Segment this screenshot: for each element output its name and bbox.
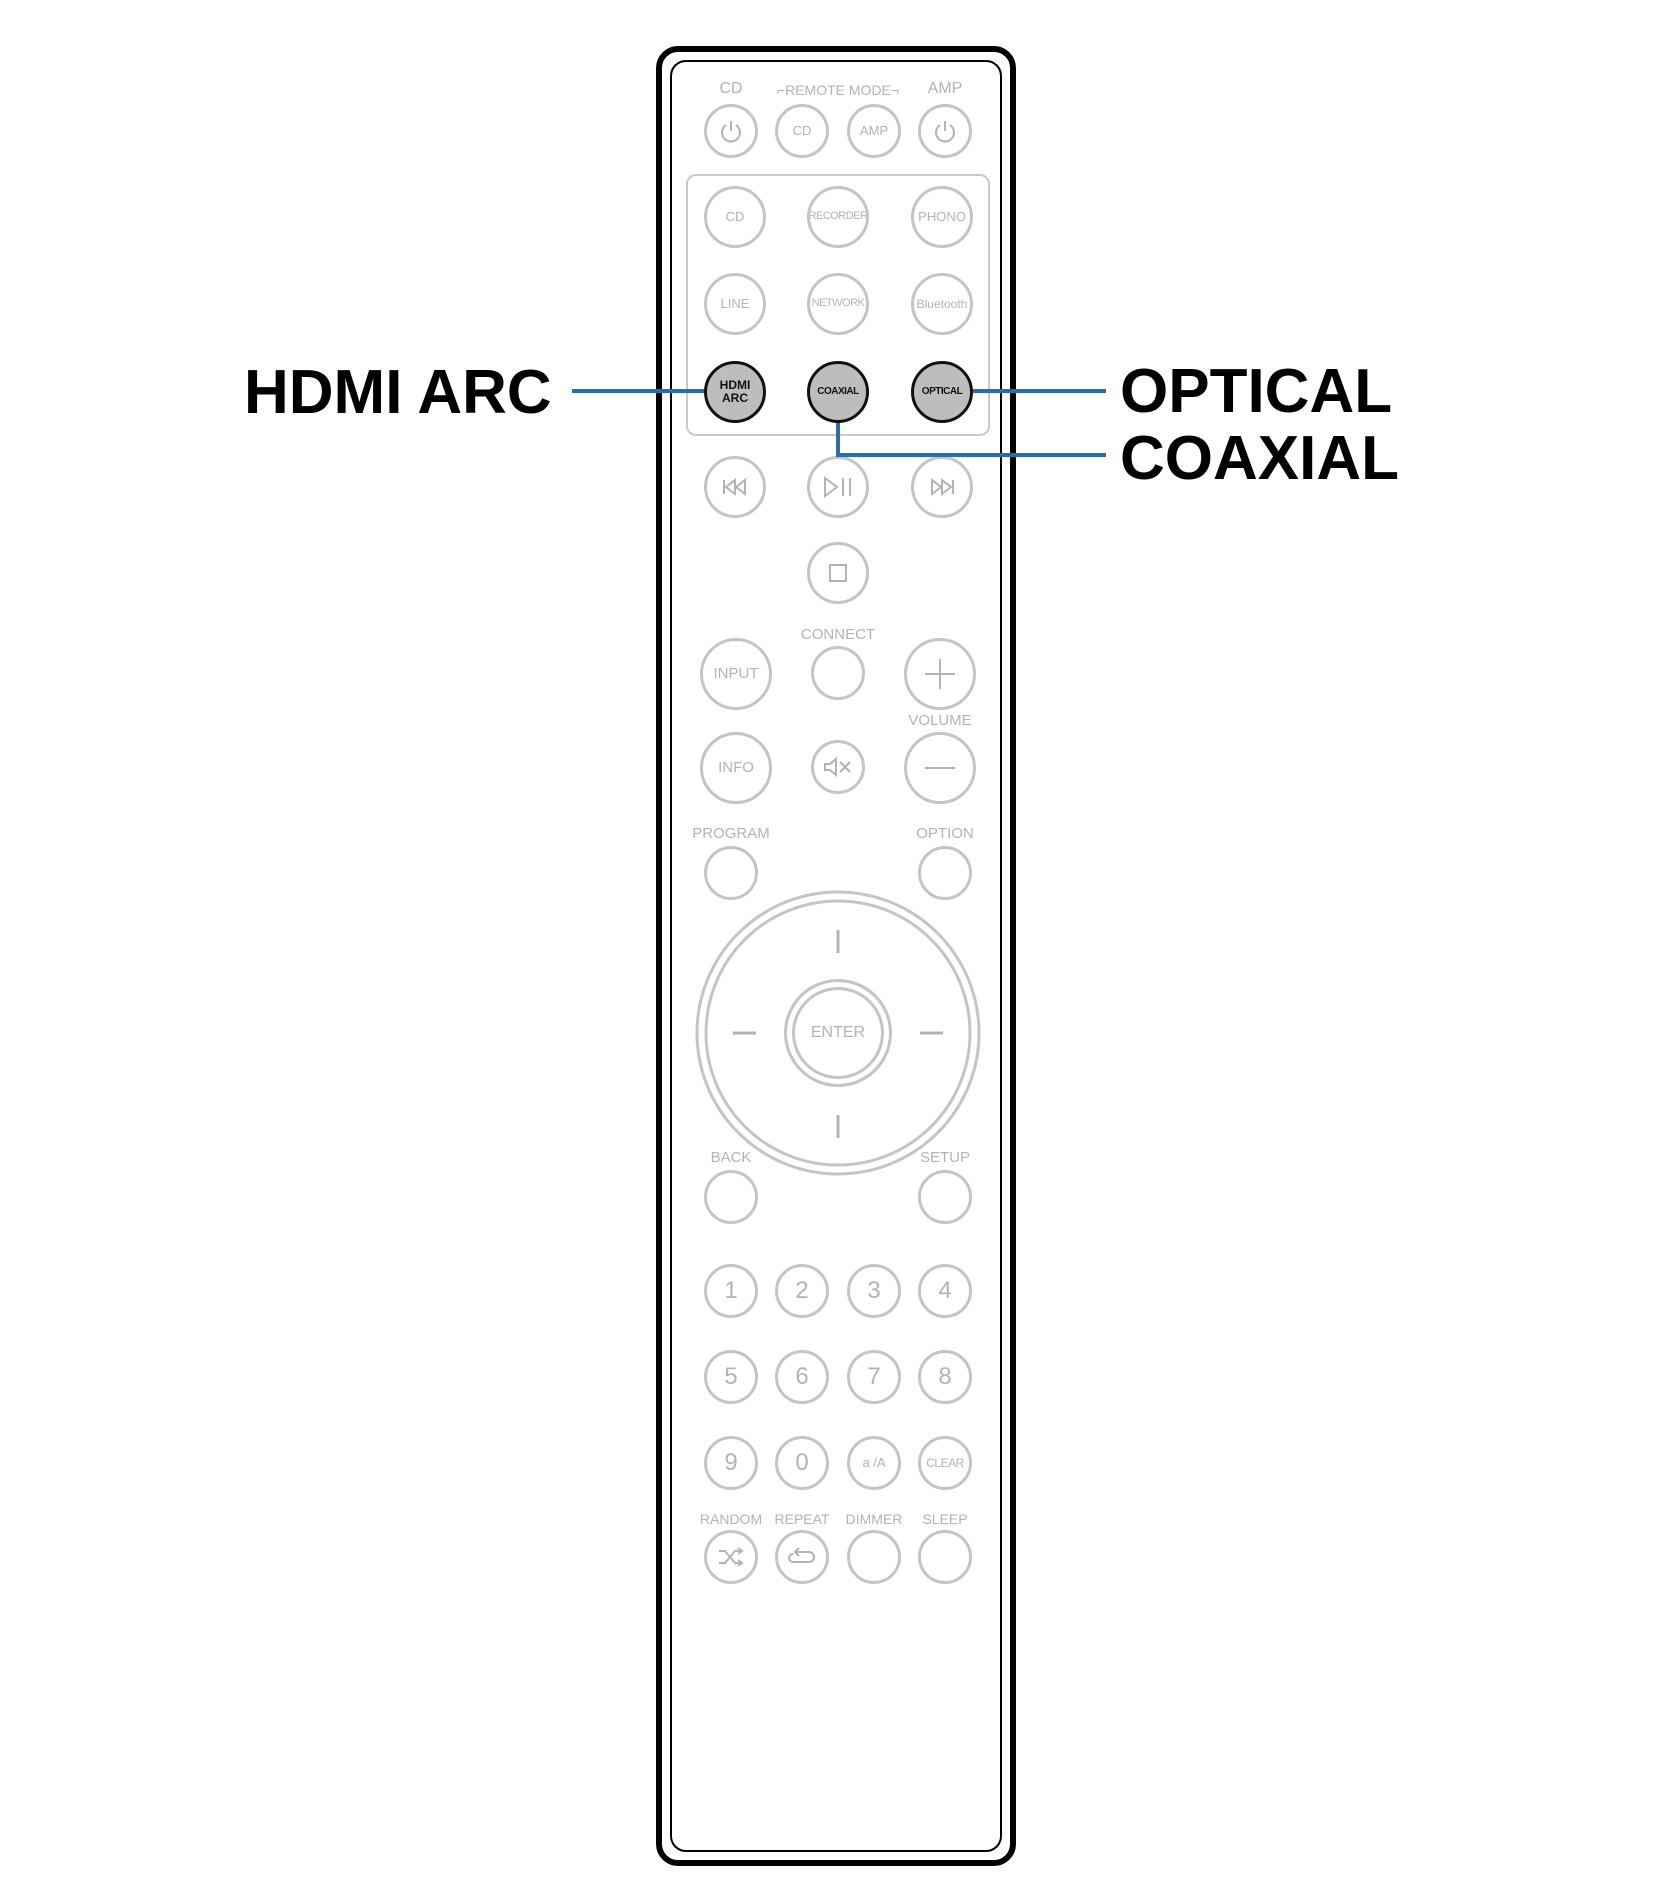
remote-mode-cd-button[interactable]: CD [775,104,829,158]
volume-up-button[interactable] [904,638,976,710]
skip-forward-icon [931,477,954,497]
play-pause-button[interactable] [807,456,869,518]
volume-label: VOLUME [908,712,972,729]
sleep-label: SLEEP [922,1511,968,1527]
option-label: OPTION [916,825,974,842]
connect-button[interactable] [811,646,865,700]
clear-button[interactable]: CLEAR [918,1436,972,1490]
coaxial-callout-label: COAXIAL [1120,424,1399,493]
source-line-button[interactable]: LINE [704,273,766,335]
plus-icon [925,659,955,689]
minus-icon [925,767,955,769]
cursor-left-button[interactable] [722,1020,762,1046]
number-1-button[interactable]: 1 [704,1264,758,1318]
source-optical-button[interactable]: OPTICAL [911,361,973,423]
mute-icon [824,756,851,778]
number-5-button[interactable]: 5 [704,1350,758,1404]
connect-label: CONNECT [800,626,876,643]
optical-callout-label: OPTICAL [1120,357,1393,426]
number-3-button[interactable]: 3 [847,1264,901,1318]
number-9-button[interactable]: 9 [704,1436,758,1490]
source-hdmi-arc-button[interactable]: HDMI ARC [704,361,766,423]
remote-mode-label-text: REMOTE MODE [785,82,891,98]
skip-back-button[interactable] [704,456,766,518]
input-button[interactable]: INPUT [700,638,772,710]
dimmer-label: DIMMER [845,1511,903,1527]
random-label: RANDOM [699,1511,763,1527]
random-button[interactable] [704,1530,758,1584]
number-7-button[interactable]: 7 [847,1350,901,1404]
number-6-button[interactable]: 6 [775,1350,829,1404]
cd-power-label: CD [719,80,743,97]
dimmer-button[interactable] [847,1530,901,1584]
shuffle-icon [719,1547,744,1567]
cursor-up-button[interactable] [825,920,851,960]
repeat-label: REPEAT [774,1511,830,1527]
repeat-button[interactable] [775,1530,829,1584]
source-recorder-button[interactable]: RECORDER [807,186,869,248]
cursor-down-button[interactable] [825,1108,851,1148]
source-coaxial-button[interactable]: COAXIAL [807,361,869,423]
back-label: BACK [710,1149,752,1166]
power-icon [721,121,741,143]
repeat-icon [788,1547,815,1563]
power-icon [935,121,955,143]
source-cd-button[interactable]: CD [704,186,766,248]
back-button[interactable] [704,1170,758,1224]
setup-label: SETUP [919,1149,971,1166]
option-button[interactable] [918,846,972,900]
number-4-button[interactable]: 4 [918,1264,972,1318]
cd-power-button[interactable] [704,104,758,158]
volume-down-button[interactable] [904,732,976,804]
mute-button[interactable] [811,740,865,794]
source-network-button[interactable]: NETWORK [807,273,869,335]
source-phono-button[interactable]: PHONO [911,186,973,248]
setup-button[interactable] [918,1170,972,1224]
skip-back-icon [723,477,746,497]
amp-power-label: AMP [927,80,963,97]
number-2-button[interactable]: 2 [775,1264,829,1318]
number-8-button[interactable]: 8 [918,1350,972,1404]
program-label: PROGRAM [692,825,770,842]
enter-button[interactable]: ENTER [784,979,892,1087]
remote-mode-amp-button[interactable]: AMP [847,104,901,158]
play-pause-icon [824,476,851,498]
remote-mode-label: ⌐REMOTE MODE¬ [776,82,900,98]
hdmi-arc-callout-label: HDMI ARC [244,358,552,427]
stop-button[interactable] [807,542,869,604]
skip-forward-button[interactable] [911,456,973,518]
stop-icon [829,564,847,582]
source-bluetooth-button[interactable]: Bluetooth [911,273,973,335]
amp-power-button[interactable] [918,104,972,158]
case-toggle-button[interactable]: a /A [847,1436,901,1490]
program-button[interactable] [704,846,758,900]
number-0-button[interactable]: 0 [775,1436,829,1490]
info-button[interactable]: INFO [700,732,772,804]
sleep-button[interactable] [918,1530,972,1584]
cursor-right-button[interactable] [914,1020,954,1046]
